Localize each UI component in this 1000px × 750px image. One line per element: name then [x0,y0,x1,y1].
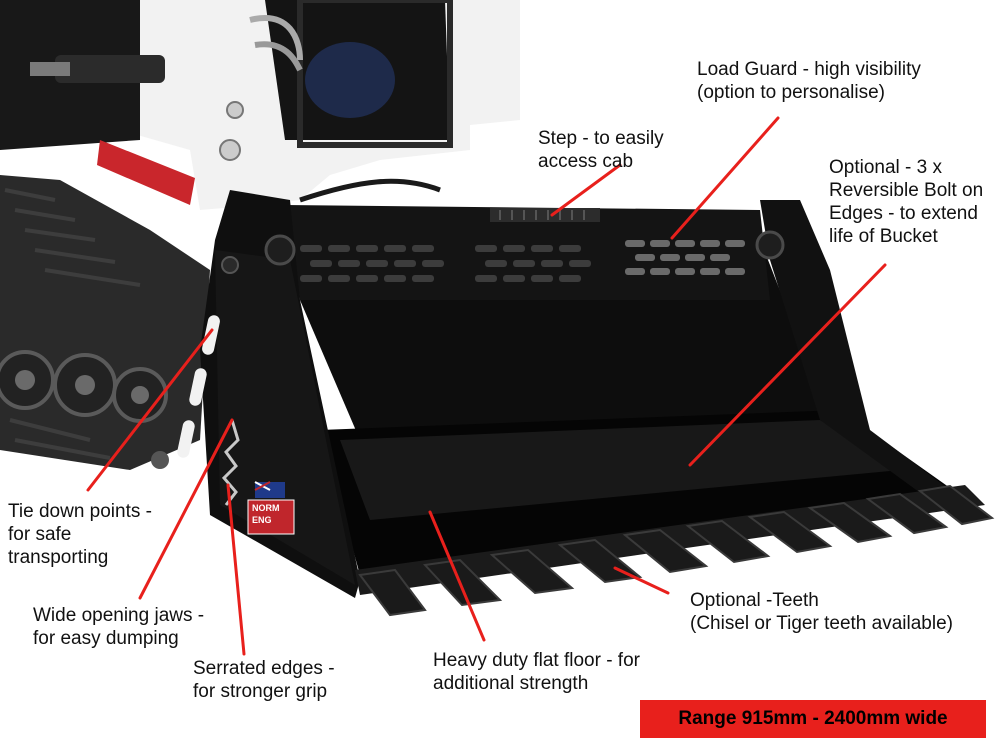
left-pivot [264,234,296,266]
callout-line-flat-floor [428,510,486,642]
range-badge: Range 915mm - 2400mm wide [640,700,986,738]
tooth [358,568,427,617]
bucket-teeth [358,484,995,617]
arm-cylinder [55,55,165,83]
callout-serrated: Serrated edges - for stronger grip [193,658,335,702]
cylinder-guard [97,140,195,205]
callout-teeth: Optional -Teeth (Chisel or Tiger teeth a… [690,590,953,634]
callout-line-serrated [226,483,246,656]
callout-tie-down: Tie down points - for safe transporting [8,501,152,568]
right-pivot [755,230,785,260]
tooth [685,519,771,564]
tooth [422,558,503,607]
callout-wide-opening: Wide opening jaws - for easy dumping [33,605,205,649]
callout-line-load-guard [670,116,780,240]
brand-decal-text: NORM ENG [252,503,280,525]
tie-down-slots [177,315,220,458]
callout-step: Step - to easily access cab [538,128,664,172]
callout-flat-floor: Heavy duty flat floor - for additional s… [433,650,640,694]
cab-bolt [219,139,241,161]
serrated-edge [221,419,240,506]
hydraulic-hose-3 [299,178,441,203]
callout-line-step [550,163,622,217]
tooth [747,510,833,554]
callout-line-wide-opening [138,418,234,600]
lower-pivot [151,451,169,469]
right-side-plate [760,200,950,500]
tooth [917,484,995,526]
tooth [865,492,949,535]
flag-decal-stripe-2 [254,481,271,491]
operator-seat [305,42,395,118]
callout-bolt-on-edges: Optional - 3 x Reversible Bolt on Edges … [829,157,984,247]
callout-load-guard: Load Guard - high visibility (option to … [697,59,921,103]
step-grip-teeth [499,210,585,220]
tooth [807,501,893,544]
callout-line-bolt-on [688,263,887,467]
cab-bolt-2 [226,101,244,119]
track-tread-pattern [4,188,141,460]
load-guard-slots [300,240,745,282]
callout-lines [86,116,887,656]
callout-line-tie-down [86,328,214,492]
hydraulic-hose [249,15,303,61]
tooth [489,548,575,595]
hydraulic-hose-2 [254,41,303,72]
tooth [622,528,709,574]
callout-line-teeth [613,566,670,595]
load-guard [285,205,770,300]
cab-frame [297,0,453,148]
left-pivot-2 [221,256,239,274]
arm-cylinder-rod [30,62,70,76]
bucket-floor-sheen [340,420,900,520]
brand-decal [247,499,295,535]
